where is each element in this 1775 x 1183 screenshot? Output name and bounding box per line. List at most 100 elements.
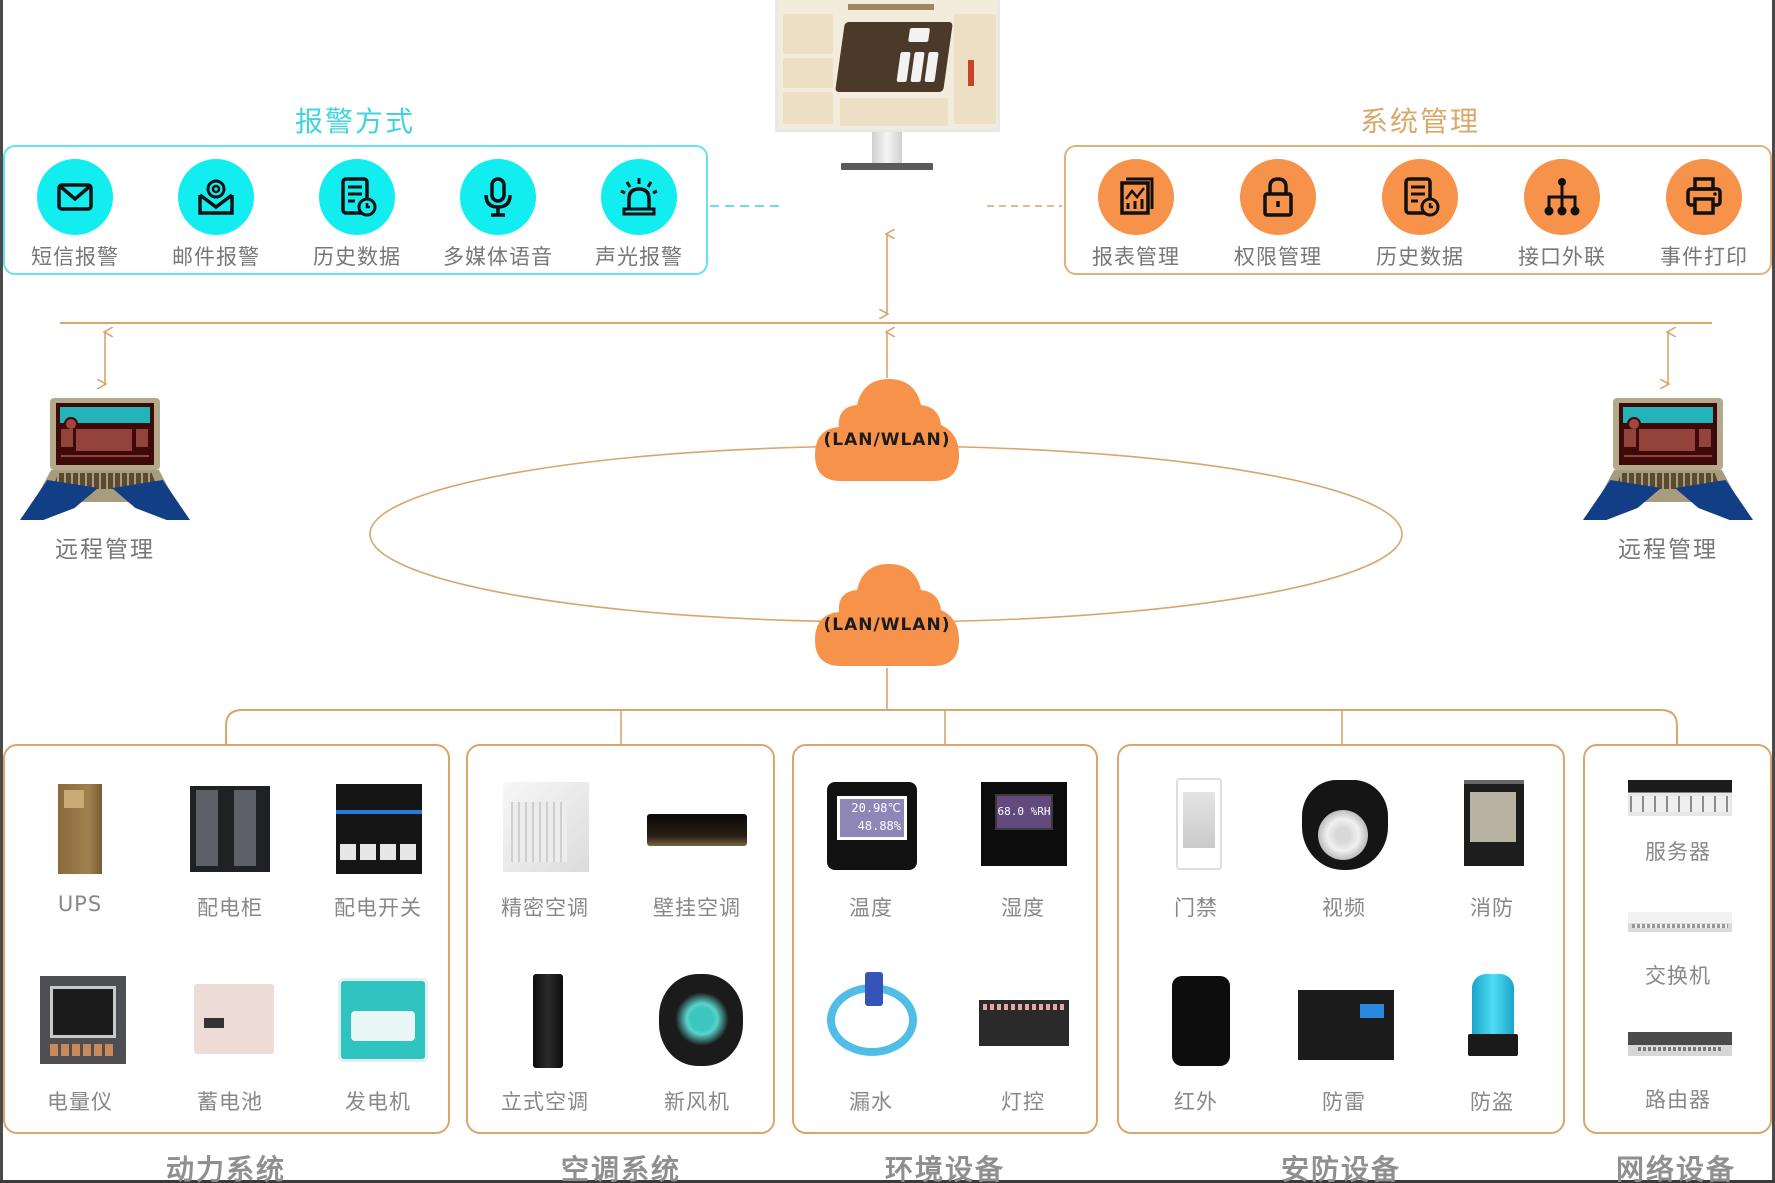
system-item-label: 报表管理 — [1092, 245, 1180, 269]
aircon-system-box: 精密空调 壁挂空调 立式空调 新风机 — [466, 744, 775, 1134]
device-label: 配电柜 — [197, 896, 263, 920]
device-battery[interactable]: 蓄电池 — [165, 970, 295, 1116]
system-item-label: 接口外联 — [1518, 245, 1606, 269]
device-label: 消防 — [1470, 896, 1514, 920]
envelope-icon — [37, 159, 113, 235]
laptop-icon — [20, 398, 190, 520]
fan-icon — [647, 970, 747, 1070]
network-devices-box: 服务器 交换机 路由器 — [1583, 744, 1772, 1134]
device-light-control[interactable]: 灯控 — [958, 970, 1088, 1116]
device-label: 视频 — [1322, 896, 1366, 920]
alarm-item-voice[interactable]: 多媒体语音 — [433, 159, 563, 271]
frame-bottom-border — [0, 1180, 1775, 1183]
alarm-methods-box: 短信报警 邮件报警 历史数据 多媒体语音 声光报警 — [3, 145, 708, 275]
section-title-environment: 环境设备 — [884, 1153, 1005, 1183]
device-infrared[interactable]: 红外 — [1131, 970, 1261, 1116]
device-precision-ac[interactable]: 精密空调 — [480, 776, 610, 922]
device-video[interactable]: 视频 — [1279, 776, 1409, 922]
device-label: 壁挂空调 — [653, 896, 741, 920]
alarm-item-sms[interactable]: 短信报警 — [10, 159, 140, 271]
monitor-stand — [872, 132, 902, 166]
remote-management-left[interactable]: 远程管理 — [20, 398, 190, 564]
system-item-interfaces[interactable]: 接口外联 — [1497, 159, 1627, 271]
fire-panel-icon — [1442, 776, 1542, 876]
system-item-print[interactable]: 事件打印 — [1639, 159, 1769, 271]
server-icon — [1628, 770, 1732, 824]
power-system-box: UPS 配电柜 配电开关 电量仪 蓄电池 发电机 — [3, 744, 450, 1134]
alarm-item-email[interactable]: 邮件报警 — [151, 159, 281, 271]
device-distribution-switch[interactable]: 配电开关 — [313, 776, 443, 922]
lock-icon — [1240, 159, 1316, 235]
device-humidity[interactable]: 68.0 %RH 湿度 — [958, 776, 1088, 922]
alarm-item-history[interactable]: 历史数据 — [292, 159, 422, 271]
system-item-label: 事件打印 — [1660, 245, 1748, 269]
device-label: 精密空调 — [501, 896, 589, 920]
alarm-item-siren[interactable]: 声光报警 — [574, 159, 704, 271]
security-box: 门禁 视频 消防 红外 防雷 防盗 — [1117, 744, 1565, 1134]
precision-ac-icon — [495, 776, 595, 876]
device-label: 防盗 — [1470, 1090, 1514, 1114]
power-meter-icon — [30, 970, 130, 1070]
device-server[interactable]: 服务器 — [1613, 770, 1743, 866]
section-title-aircon: 空调系统 — [560, 1153, 681, 1183]
alarm-item-label: 多媒体语音 — [443, 245, 553, 269]
frame-left-border — [0, 0, 3, 1183]
device-fire[interactable]: 消防 — [1427, 776, 1557, 922]
device-wall-ac[interactable]: 壁挂空调 — [632, 776, 762, 922]
alarm-methods-title: 报警方式 — [294, 105, 415, 138]
section-title-power: 动力系统 — [165, 1153, 286, 1183]
device-label: 路由器 — [1645, 1088, 1711, 1112]
remote-management-label: 远程管理 — [1618, 537, 1718, 563]
device-distribution-cabinet[interactable]: 配电柜 — [165, 776, 295, 922]
remote-management-right[interactable]: 远程管理 — [1583, 398, 1753, 564]
device-label: 发电机 — [345, 1090, 411, 1114]
device-water-leak[interactable]: 漏水 — [806, 970, 936, 1116]
camera-icon — [1294, 776, 1394, 876]
humidity-readout: 68.0 %RH — [995, 794, 1053, 830]
device-ups[interactable]: UPS — [15, 776, 145, 916]
dashboard-panel — [954, 14, 996, 124]
frame-right-border — [1772, 0, 1775, 1183]
dashboard-panel — [840, 98, 948, 126]
device-switch[interactable]: 交换机 — [1613, 894, 1743, 990]
system-management-title: 系统管理 — [1359, 105, 1480, 138]
device-label: 门禁 — [1174, 896, 1218, 920]
device-label: 温度 — [849, 896, 893, 920]
laptop-icon — [1583, 398, 1753, 520]
device-lightning[interactable]: 防雷 — [1279, 970, 1409, 1116]
cloud-label: (LAN/WLAN) — [823, 430, 951, 450]
system-item-reports[interactable]: 报表管理 — [1071, 159, 1201, 271]
device-label: 红外 — [1174, 1090, 1218, 1114]
system-item-label: 历史数据 — [1376, 245, 1464, 269]
dashboard-panel — [783, 14, 833, 54]
tower-ac-icon — [495, 970, 595, 1070]
system-item-history[interactable]: 历史数据 — [1355, 159, 1485, 271]
device-fresh-air[interactable]: 新风机 — [632, 970, 762, 1116]
device-power-meter[interactable]: 电量仪 — [15, 970, 145, 1116]
wall-ac-icon — [647, 776, 747, 876]
history-document-icon — [319, 159, 395, 235]
cloud-label: (LAN/WLAN) — [823, 615, 951, 635]
water-leak-sensor-icon — [821, 970, 921, 1070]
monitor-screen — [775, 0, 1000, 132]
printer-icon — [1666, 159, 1742, 235]
section-title-network: 网络设备 — [1615, 1153, 1736, 1183]
network-cloud-bottom: (LAN/WLAN) — [813, 562, 961, 668]
dashboard-title-bar — [848, 4, 934, 10]
device-anti-theft[interactable]: 防盗 — [1427, 970, 1557, 1116]
alarm-item-label: 短信报警 — [31, 245, 119, 269]
device-generator[interactable]: 发电机 — [313, 970, 443, 1116]
generator-icon — [328, 970, 428, 1070]
device-router[interactable]: 路由器 — [1613, 1018, 1743, 1114]
system-item-permissions[interactable]: 权限管理 — [1213, 159, 1343, 271]
circuit-breaker-icon — [328, 776, 428, 876]
humidity-sensor-icon: 68.0 %RH — [973, 776, 1073, 876]
siren-icon — [601, 159, 677, 235]
device-access-control[interactable]: 门禁 — [1131, 776, 1261, 922]
microphone-icon — [460, 159, 536, 235]
battery-icon — [180, 970, 280, 1070]
device-label: 配电开关 — [334, 896, 422, 920]
ups-icon — [30, 776, 130, 876]
device-tower-ac[interactable]: 立式空调 — [480, 970, 610, 1116]
